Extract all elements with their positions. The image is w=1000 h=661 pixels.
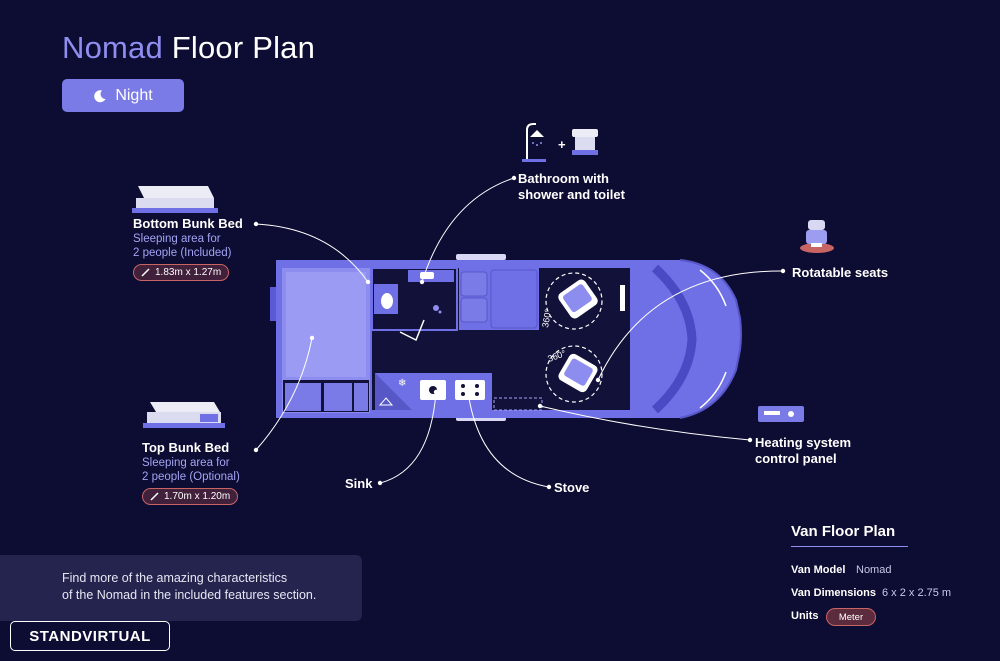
rotatable-seats-label: Rotatable seats	[792, 265, 889, 280]
toilet-icon	[572, 129, 598, 155]
night-mode-label: Night	[115, 86, 153, 104]
rear-bed	[282, 268, 370, 413]
bottom-bunk-dimensions: 1.83m x 1.27m	[133, 264, 230, 281]
units-toggle[interactable]: Meter	[826, 608, 876, 626]
top-bunk-sub2: 2 people (Optional)	[142, 471, 240, 483]
bottom-bunk-callout: Bottom Bunk Bed Sleeping area for 2 peop…	[133, 216, 243, 282]
rotation-label-rear: 360°	[540, 308, 553, 328]
snowflake-icon: ❄	[398, 378, 406, 389]
moon-icon	[94, 89, 106, 102]
bottom-bunk-sub2: 2 people (Included)	[133, 247, 232, 259]
rotating-seat-front	[545, 345, 603, 403]
stove-label: Stove	[554, 480, 590, 495]
van-dimensions-value: 6 x 2 x 2.75 m	[882, 587, 952, 599]
top-bunk-sub1: Sleeping area for	[142, 457, 230, 469]
bench-seating	[459, 268, 539, 330]
info-line1: Find more of the amazing characteristics	[62, 571, 288, 585]
bathroom-line1: Bathroom with	[518, 171, 609, 186]
info-line2: of the Nomad in the included features se…	[62, 588, 317, 602]
title-rest: Floor Plan	[171, 30, 316, 65]
top-bunk-icon	[143, 402, 225, 428]
control-panel-icon	[758, 406, 804, 422]
callout-dots	[253, 175, 786, 490]
heating-line1: Heating system	[755, 435, 852, 450]
callout-lines	[255, 177, 784, 488]
top-bunk-dimensions: 1.70m x 1.20m	[142, 488, 239, 505]
rotating-seat-rear	[545, 272, 603, 330]
bottom-bunk-title: Bottom Bunk Bed	[133, 216, 243, 231]
title-brand: Nomad	[62, 30, 163, 65]
top-bunk-callout: Top Bunk Bed Sleeping area for 2 people …	[142, 440, 240, 506]
night-mode-button[interactable]: Night	[62, 79, 184, 112]
shower-icon	[522, 123, 546, 162]
dashboard-panel	[620, 285, 625, 311]
hanger-icon	[378, 397, 394, 406]
info-box: Find more of the amazing characteristics…	[0, 555, 362, 621]
heating-callout: Heating system control panel	[755, 435, 851, 467]
seat-icon	[800, 220, 834, 253]
ruler-icon	[141, 268, 150, 277]
units-label: Units	[791, 610, 819, 622]
van-model-value: Nomad	[856, 564, 892, 576]
specs-divider	[791, 546, 908, 547]
heating-line2: control panel	[755, 451, 837, 466]
bathroom-area	[371, 267, 458, 342]
plus-sign: +	[558, 137, 566, 152]
kitchen-counter: ❄	[375, 373, 492, 410]
stove-icon	[455, 380, 485, 400]
bathroom-line2: shower and toilet	[518, 187, 625, 202]
bottom-bunk-sub1: Sleeping area for	[133, 233, 221, 245]
ruler-icon	[150, 492, 159, 501]
standvirtual-logo: STANDVIRTUAL	[10, 621, 170, 651]
bathroom-callout: Bathroom with shower and toilet	[518, 171, 625, 203]
page-title: Nomad Floor Plan	[62, 30, 315, 66]
van-dimensions-label: Van Dimensions	[791, 587, 876, 599]
sink-label: Sink	[345, 476, 373, 491]
van-model-label: Van Model	[791, 564, 846, 576]
specs-title: Van Floor Plan	[791, 523, 896, 540]
bottom-bunk-icon	[132, 186, 218, 213]
top-bunk-title: Top Bunk Bed	[142, 440, 230, 455]
